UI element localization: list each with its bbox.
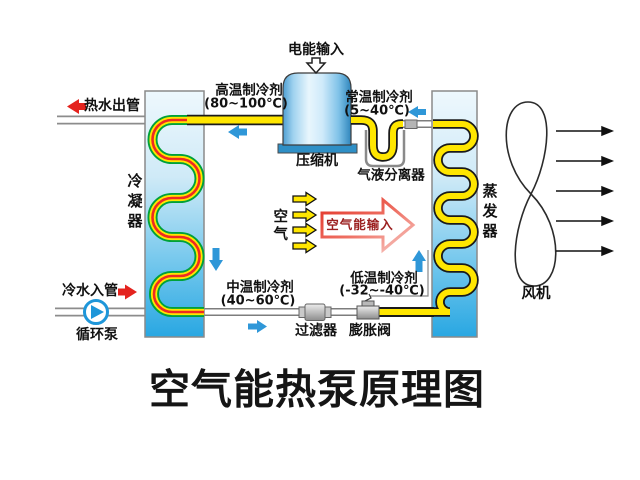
air-inlet-arrows bbox=[292, 191, 318, 254]
high-temp-range-label: (80~100℃) bbox=[204, 96, 288, 112]
condenser-coil bbox=[147, 115, 205, 317]
suction-pipe bbox=[351, 115, 403, 162]
condenser-label: 冷凝器 bbox=[125, 173, 144, 233]
circulation-pump-label: 循环泵 bbox=[76, 327, 118, 343]
medium-temp-refrigerant-label: 中温制冷剂 bbox=[226, 279, 294, 296]
air-arrow-icon bbox=[292, 207, 318, 223]
high-temp-refrigerant-label: 高温制冷剂 bbox=[215, 82, 283, 99]
wind-arrow-icon bbox=[601, 125, 615, 137]
expansion-valve-label: 膨胀阀 bbox=[349, 323, 391, 339]
cold-water-in-arrow-icon bbox=[118, 284, 137, 300]
air-arrow-icon bbox=[292, 191, 318, 207]
compressor-label: 压缩机 bbox=[296, 153, 338, 169]
gas-liquid-separator-label: 气液分离器 bbox=[357, 167, 425, 184]
filter-icon bbox=[298, 303, 332, 321]
air-arrow-icon bbox=[292, 238, 318, 254]
flow-up-arrow-icon bbox=[412, 250, 426, 272]
evaporator-label: 蒸发器 bbox=[480, 183, 499, 243]
cold-water-in-label: 冷水入管 bbox=[62, 283, 118, 299]
pipe-fitting bbox=[404, 119, 418, 129]
filter-label: 过滤器 bbox=[295, 323, 337, 339]
wind-arrow-icon bbox=[601, 215, 615, 227]
low-temp-refrigerant-label: 低温制冷剂 bbox=[350, 270, 418, 287]
low-temp-callout-line bbox=[370, 250, 429, 297]
normal-temp-range-label: (5~40℃) bbox=[344, 103, 410, 119]
circulation-pump-icon bbox=[83, 299, 109, 325]
electric-input-label: 电能输入 bbox=[288, 42, 344, 58]
fan-label: 风机 bbox=[521, 285, 551, 302]
hot-water-out-label: 热水出管 bbox=[84, 98, 140, 114]
diagram-title: 空气能热泵原理图 bbox=[149, 365, 485, 414]
air-label: 空气 bbox=[271, 208, 288, 244]
flow-left-arrow-icon bbox=[228, 125, 247, 139]
compressor-body bbox=[282, 72, 352, 146]
normal-temp-refrigerant-label: 常温制冷剂 bbox=[345, 89, 413, 106]
wind-arrow-icon bbox=[601, 245, 615, 257]
air-energy-input-label: 空气能输入 bbox=[326, 216, 394, 232]
evaporator-coil bbox=[433, 119, 479, 317]
low-temp-range-label: (-32~-40℃) bbox=[339, 283, 425, 299]
wind-arrow-icon bbox=[601, 155, 615, 167]
flow-right-arrow-icon bbox=[248, 320, 267, 333]
expansion-valve-icon bbox=[356, 300, 380, 320]
air-arrow-icon bbox=[292, 222, 318, 238]
suction-left-arrow-icon bbox=[408, 106, 426, 118]
air-energy-arrow bbox=[320, 196, 416, 254]
wind-arrow-icon bbox=[601, 185, 615, 197]
hot-water-out-arrow-icon bbox=[67, 99, 86, 114]
medium-temp-range-label: (40~60℃) bbox=[220, 293, 296, 309]
electric-input-arrow-icon bbox=[305, 57, 327, 75]
flow-down-arrow-icon bbox=[209, 248, 223, 271]
wind-outlet-arrows bbox=[556, 125, 615, 257]
fan-blade-icon bbox=[505, 101, 557, 287]
